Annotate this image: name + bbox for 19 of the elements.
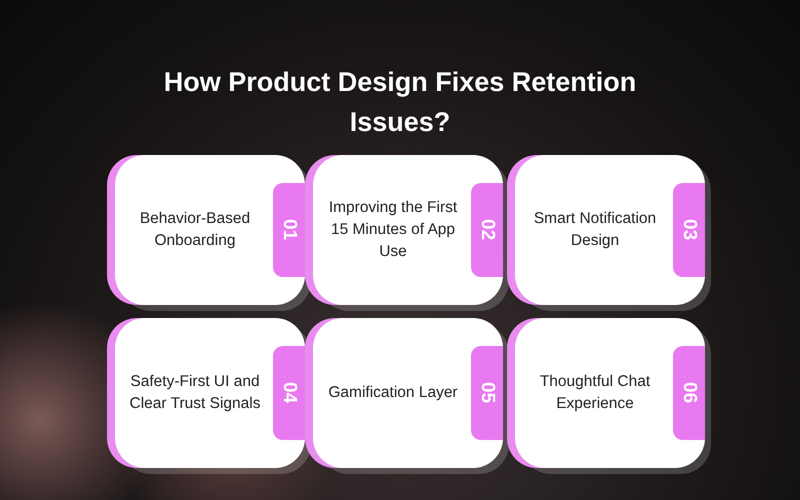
step-title: Thoughtful Chat Experience [538,372,652,414]
step-number: 02 [471,183,503,277]
step-card [313,155,503,305]
step-card [313,318,503,468]
step-card [515,318,705,468]
title: How Product Design Fixes Retention Issues? [162,66,638,139]
step-number: 05 [471,346,503,440]
step-number: 04 [273,346,305,440]
step-title: Safety-First UI and Clear Trust Signals [128,372,262,414]
step-card [515,155,705,305]
step-number: 03 [673,183,705,277]
step-number: 01 [273,183,305,277]
step-title: Improving the First 15 Minutes of App Use [328,198,458,262]
step-card [115,318,305,468]
step-title: Behavior-Based Onboarding [138,209,252,251]
step-title: Smart Notification Design [532,209,658,251]
step-card [115,155,305,305]
step-title: Gamification Layer [328,383,458,403]
step-number: 06 [673,346,705,440]
